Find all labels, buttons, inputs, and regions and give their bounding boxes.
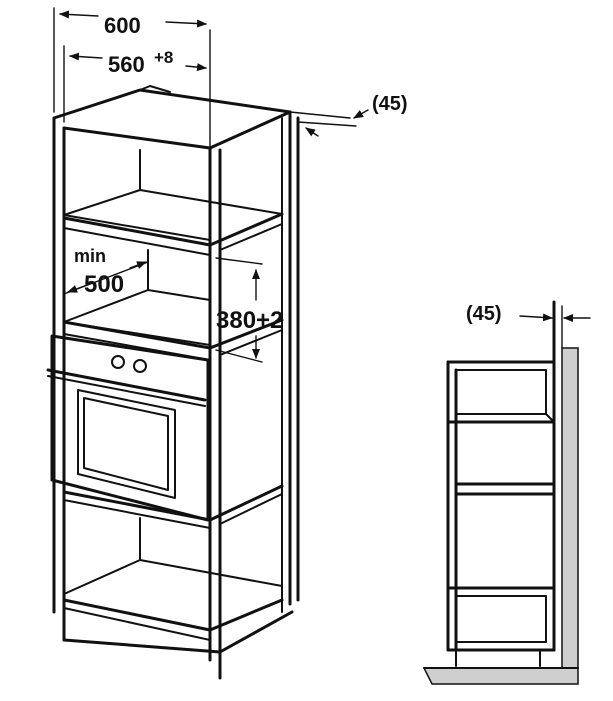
dim-depth-gap-main: (45)	[372, 93, 408, 115]
dim-min-value: 500	[84, 271, 124, 298]
dim-niche-height: 380+2	[216, 307, 283, 334]
tall-cabinet-drawing	[46, 85, 357, 680]
dim-niche-width-tolerance: +8	[154, 48, 173, 67]
dim-depth-gap-side: (45)	[466, 303, 502, 325]
dim-niche-width: 560	[108, 52, 145, 77]
floor	[422, 667, 579, 685]
dim-overall-width: 600	[104, 13, 141, 38]
dim-min-label: min	[74, 246, 106, 266]
dimension-lines	[53, 7, 369, 363]
side-section-view	[422, 300, 591, 685]
wall	[561, 347, 579, 669]
